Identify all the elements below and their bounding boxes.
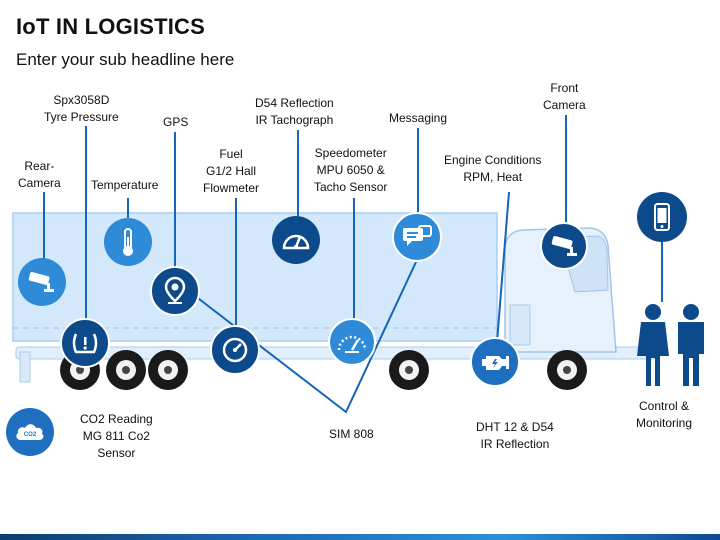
- camera-icon: [18, 258, 66, 306]
- page-title: IoT IN LOGISTICS: [16, 14, 205, 39]
- label-messaging: Messaging: [389, 111, 448, 125]
- wheel-2: [106, 350, 146, 390]
- engine-icon: [470, 337, 520, 387]
- wheel-5: [547, 350, 587, 390]
- bottom-accent-bar: [0, 534, 720, 540]
- co2-text: CO2: [24, 432, 37, 438]
- smartphone-icon: [637, 192, 687, 242]
- tyre-pressure-icon: [60, 318, 110, 368]
- speedometer-icon: [328, 318, 376, 366]
- thermometer-icon: [104, 218, 152, 266]
- front-camera-icon: [540, 222, 588, 270]
- label-rear-camera: Rear-Camera: [18, 159, 61, 190]
- co2-cloud-icon: CO2: [6, 408, 54, 456]
- wheel-4: [389, 350, 429, 390]
- fuel-gauge-icon: [210, 325, 260, 375]
- page-subtitle: Enter your sub headline here: [16, 50, 235, 69]
- label-control: Control &Monitoring: [636, 399, 693, 430]
- label-temperature: Temperature: [91, 178, 159, 192]
- people-icon: [637, 304, 704, 386]
- wheel-3: [148, 350, 188, 390]
- label-sim: SIM 808: [329, 427, 374, 441]
- tachograph-icon: [272, 216, 320, 264]
- label-gps: GPS: [163, 115, 189, 129]
- gps-pin-icon: [150, 266, 200, 316]
- message-icon: [392, 212, 442, 262]
